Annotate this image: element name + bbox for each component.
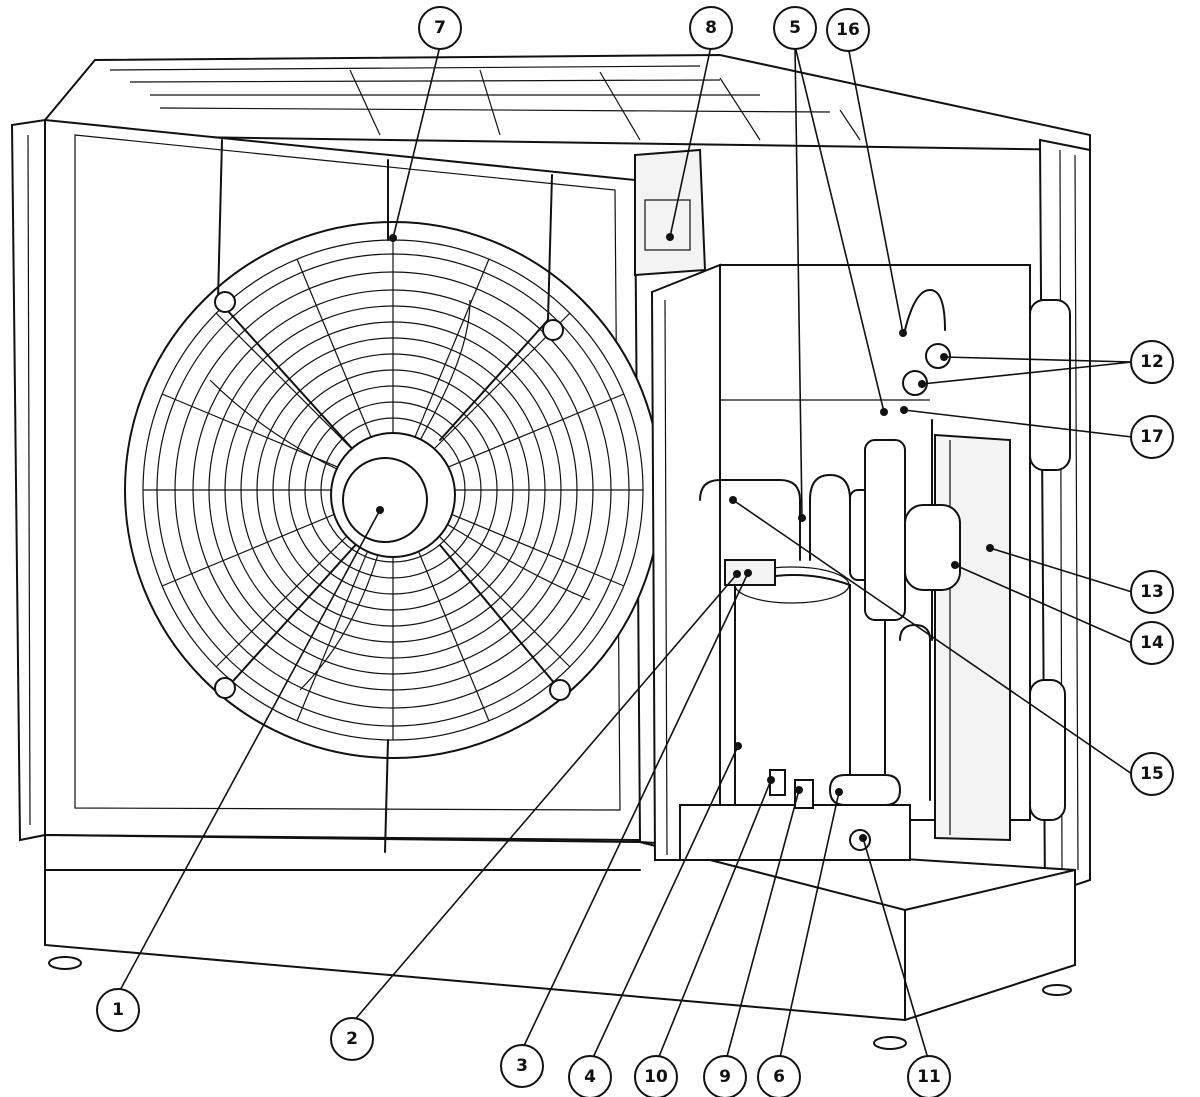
leader-2 (351, 573, 738, 1024)
callout-17-label: 17 (1140, 427, 1164, 447)
callout-10-label: 10 (644, 1067, 668, 1087)
leader-13 (989, 547, 1133, 593)
leader-7 (392, 45, 441, 239)
callout-1: 1 (96, 988, 140, 1032)
callout-7-label: 7 (434, 18, 446, 38)
leader-12b (921, 361, 1133, 385)
axial-fan (124, 139, 662, 853)
callout-4: 4 (568, 1055, 612, 1097)
callout-13-label: 13 (1140, 582, 1164, 602)
leader-4 (589, 745, 739, 1065)
leader-15 (732, 499, 1133, 775)
callout-16: 16 (826, 8, 870, 52)
callout-8-label: 8 (705, 18, 717, 38)
callout-7: 7 (418, 6, 462, 50)
leader-9 (724, 789, 800, 1065)
callout-6: 6 (757, 1055, 801, 1097)
callout-9-label: 9 (719, 1067, 731, 1087)
callout-4-label: 4 (584, 1067, 596, 1087)
internal-components (634, 148, 1071, 861)
callout-3-label: 3 (516, 1056, 528, 1076)
callout-15-label: 15 (1140, 764, 1164, 784)
callout-15: 15 (1130, 752, 1174, 796)
callout-5: 5 (773, 6, 817, 50)
leader-8 (669, 45, 712, 238)
callout-10: 10 (634, 1055, 678, 1097)
leader-1 (117, 509, 381, 995)
callout-1-label: 1 (112, 1000, 124, 1020)
leader-lines (117, 45, 1133, 1065)
callout-12: 12 (1130, 340, 1174, 384)
leader-10 (655, 779, 772, 1065)
callout-11: 11 (907, 1055, 951, 1097)
callout-3: 3 (500, 1044, 544, 1088)
leader-17 (903, 409, 1133, 438)
leader-5a (794, 45, 803, 519)
callout-2: 2 (330, 1017, 374, 1061)
callout-17: 17 (1130, 415, 1174, 459)
callout-14: 14 (1130, 621, 1174, 665)
callout-5-label: 5 (789, 18, 801, 38)
callout-6-label: 6 (773, 1067, 785, 1087)
leader-5b (794, 45, 885, 413)
leader-12a (943, 356, 1133, 363)
callout-13: 13 (1130, 570, 1174, 614)
callout-8: 8 (689, 6, 733, 50)
callout-2-label: 2 (346, 1029, 358, 1049)
callout-16-label: 16 (836, 20, 860, 40)
leader-14 (954, 564, 1133, 644)
leader-16 (847, 45, 904, 334)
callout-9: 9 (703, 1055, 747, 1097)
leader-11 (862, 837, 930, 1063)
callout-11-label: 11 (917, 1067, 941, 1087)
leader-3 (521, 572, 749, 1051)
leader-6 (778, 791, 840, 1063)
callout-14-label: 14 (1140, 633, 1164, 653)
callout-12-label: 12 (1140, 352, 1164, 372)
